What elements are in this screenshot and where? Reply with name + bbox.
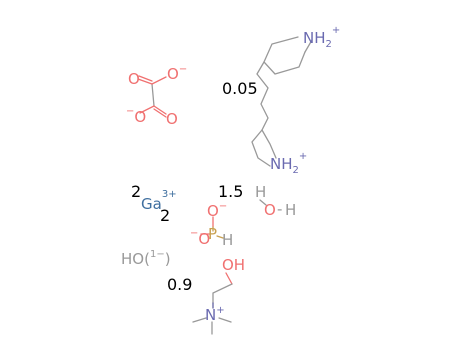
- oxalate-dianion: O O− −O O: [126, 64, 187, 128]
- water-molecule: H O - H: [255, 183, 296, 219]
- choline-oh: OH: [222, 256, 245, 274]
- phosphite-dianion: O− −O P H: [190, 201, 233, 249]
- bottom-ammonium-label: NH2+: [270, 151, 307, 176]
- coefficient-bipiperidinium: 0.05: [222, 79, 258, 98]
- oxalate-o-bottom-right: O: [166, 110, 178, 128]
- top-ammonium-label: NH2+: [303, 25, 340, 50]
- coefficient-water: 1.5: [218, 182, 243, 201]
- water-dash: -: [277, 200, 282, 218]
- phosphite-o-left: −O: [190, 228, 210, 248]
- gallium-cation-label: Ga3+: [141, 189, 177, 213]
- water-o: O: [264, 201, 276, 219]
- choline-cation: OH N+: [192, 256, 245, 335]
- coefficient-choline: 0.9: [167, 275, 192, 294]
- bipiperidinium-dication: NH2+ NH2+: [251, 25, 340, 176]
- coefficient-gallium-bottom: 2: [160, 206, 170, 225]
- oxalate-o-bottom-left: −O: [126, 106, 146, 126]
- hydroxide-label: HO(1−): [121, 249, 171, 268]
- phosphite-o-top: O−: [207, 201, 227, 220]
- propyl-linker-bonds: [256, 61, 269, 131]
- coefficient-gallium-top: 2: [131, 182, 141, 201]
- water-h-left: H: [255, 183, 266, 201]
- oxalate-o-top-right: O−: [167, 64, 187, 83]
- water-h-right: H: [285, 201, 296, 219]
- phosphite-p: P: [208, 225, 217, 243]
- bottom-piperidine-ring-bonds: [251, 129, 277, 167]
- top-piperidine-ring-bonds: [263, 36, 306, 75]
- oxalate-o-top-left: O: [128, 70, 140, 88]
- choline-n: N+: [205, 305, 225, 324]
- phosphite-h: H: [222, 231, 233, 249]
